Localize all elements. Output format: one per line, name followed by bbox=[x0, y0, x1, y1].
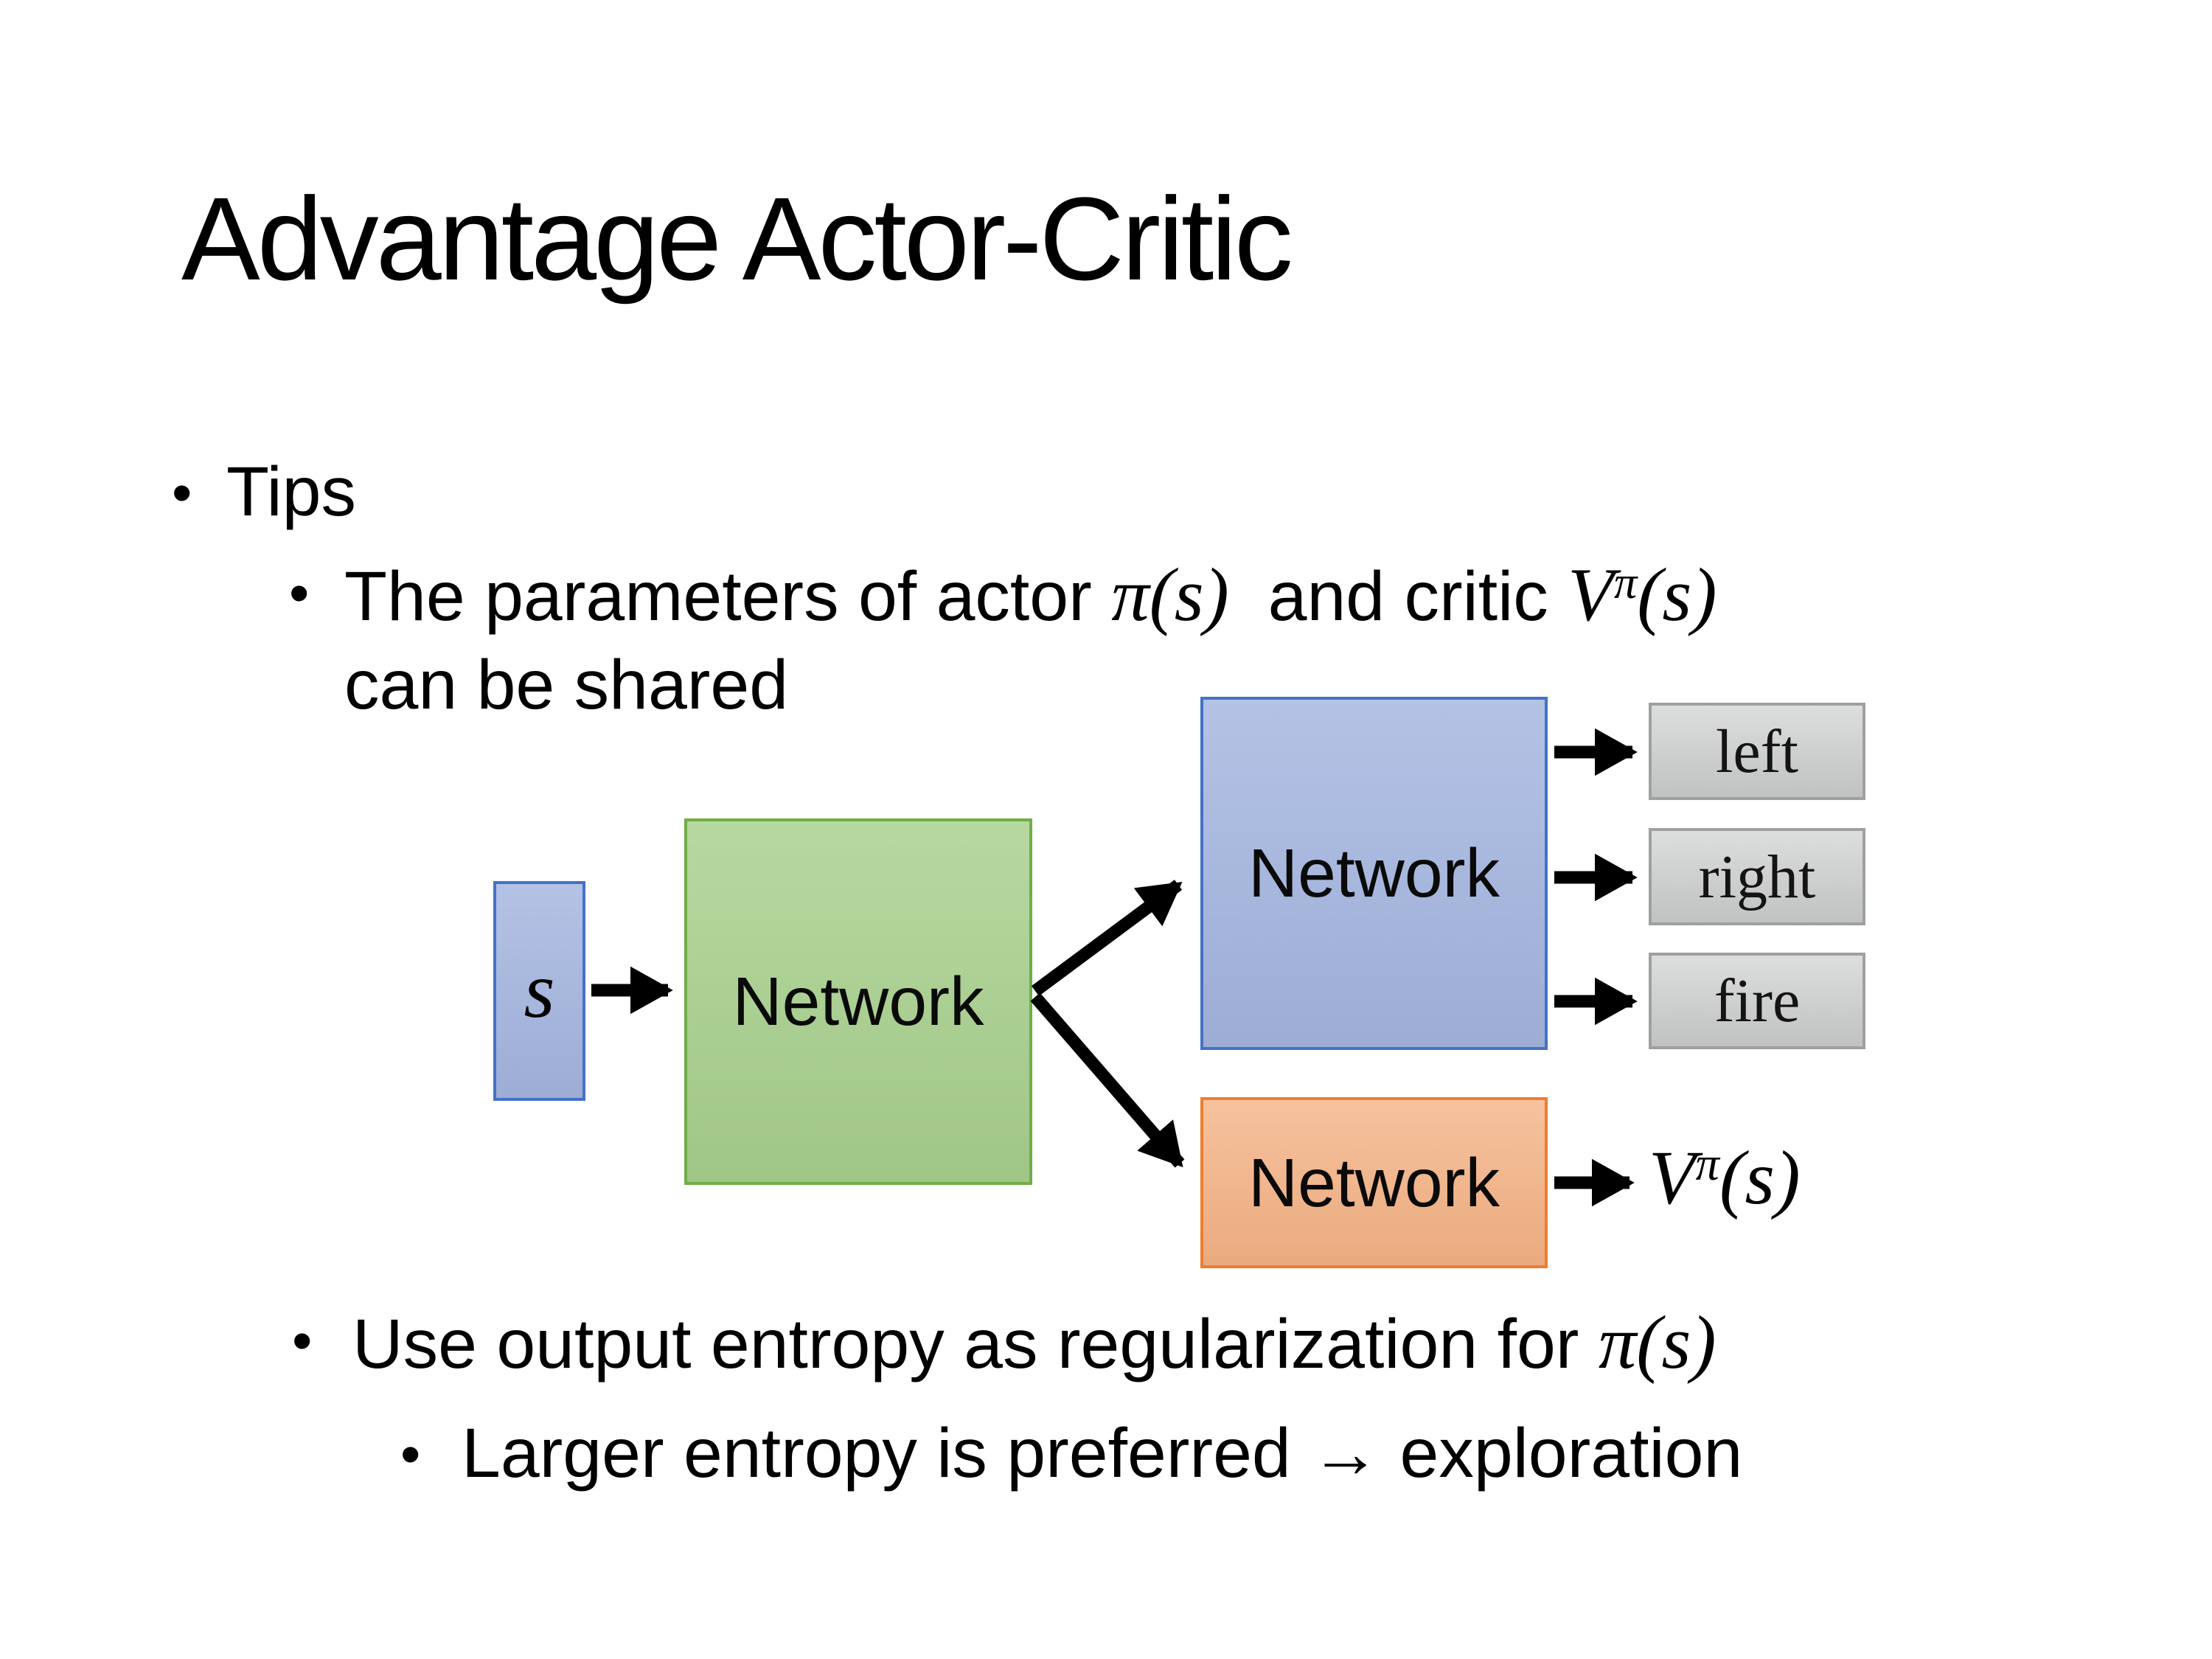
critic-network-box: Network bbox=[1200, 1097, 1548, 1268]
critic-v-args-math: (s) bbox=[1637, 554, 1717, 637]
critic-network-label: Network bbox=[1248, 1144, 1500, 1221]
actor-pi-math: π(s) bbox=[1111, 554, 1229, 637]
critic-value-label: Vπ(s) bbox=[1649, 1134, 1801, 1222]
action-right-box: right bbox=[1649, 828, 1865, 925]
parameters-text-mid: and critic bbox=[1228, 557, 1568, 636]
exploration-line: Larger entropy is preferred → exploratio… bbox=[462, 1414, 1743, 1492]
value-args-math: (s) bbox=[1719, 1135, 1801, 1220]
critic-v-sup-math: π bbox=[1613, 556, 1638, 608]
entropy-pi-math: π(s) bbox=[1598, 1301, 1717, 1385]
actor-network-box: Network bbox=[1200, 697, 1548, 1050]
tips-line: Tips bbox=[226, 453, 356, 531]
actor-network-label: Network bbox=[1248, 835, 1500, 911]
parameters-line: The parameters of actor π(s) and critic … bbox=[344, 550, 1717, 641]
entropy-text-pre: Use output entropy as regularization for bbox=[352, 1305, 1599, 1383]
action-right-label: right bbox=[1698, 842, 1816, 911]
slide-title: Advantage Actor-Critic bbox=[181, 173, 1293, 305]
parameters-text-pre: The parameters of actor bbox=[344, 557, 1112, 636]
bullet-marker-l2a: • bbox=[289, 560, 310, 625]
shared-network-box: Network bbox=[684, 818, 1032, 1185]
action-fire-label: fire bbox=[1714, 967, 1801, 1035]
arrow-shared-to-actor bbox=[1031, 880, 1183, 996]
critic-v-math: V bbox=[1568, 554, 1614, 637]
state-input-label: s bbox=[524, 947, 555, 1034]
can-be-shared-line: can be shared bbox=[344, 646, 789, 724]
value-v-math: V bbox=[1649, 1135, 1696, 1220]
bullet-marker-l2b: • bbox=[292, 1308, 313, 1373]
state-input-box: s bbox=[493, 881, 585, 1101]
action-fire-box: fire bbox=[1649, 953, 1865, 1049]
bullet-marker-l1: • bbox=[172, 460, 192, 525]
bullet-marker-l3: • bbox=[400, 1422, 421, 1486]
value-sup-math: π bbox=[1695, 1137, 1719, 1190]
shared-network-label: Network bbox=[732, 963, 984, 1040]
action-left-label: left bbox=[1716, 717, 1798, 786]
arrow-shared-to-critic bbox=[1030, 992, 1185, 1168]
entropy-line: Use output entropy as regularization for… bbox=[352, 1298, 1716, 1388]
action-left-box: left bbox=[1649, 703, 1865, 800]
